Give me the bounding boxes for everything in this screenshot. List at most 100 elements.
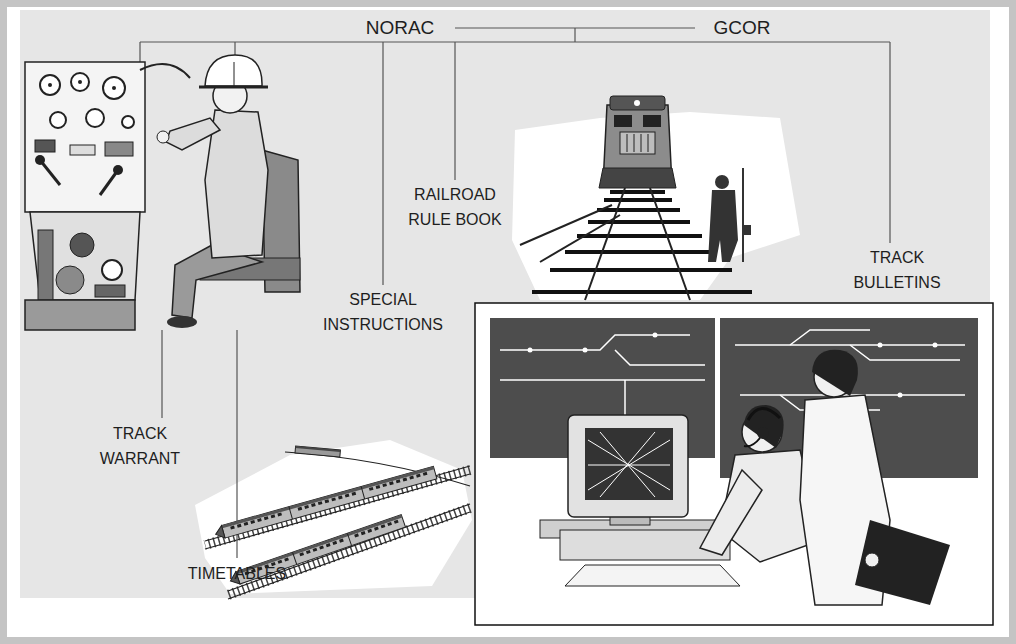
label-text: TIMETABLES: [167, 561, 307, 586]
dispatch-center-illustration-part: [585, 428, 673, 500]
train-on-track-illustration-part: [585, 188, 625, 300]
train-on-track-illustration-part: [744, 225, 751, 235]
dispatch-center-illustration-part: [568, 415, 688, 517]
dispatch-center-illustration-part-part: [624, 380, 626, 418]
timetable-trains-illustration-part: [285, 452, 470, 486]
locomotive-cab-illustration-part: [140, 64, 190, 78]
dispatch-center-illustration-part: [855, 520, 950, 605]
train-on-track-illustration-part: [610, 96, 665, 110]
timetable-trains-illustration-part-part: [295, 446, 340, 452]
leader-lines-part: [140, 41, 890, 42]
locomotive-cab-illustration-part: [157, 131, 169, 143]
locomotive-cab-illustration-part: [112, 86, 116, 90]
timetable-trains-illustration-part: [295, 446, 340, 457]
train-on-track-illustration-part: [627, 134, 648, 152]
dispatch-center-illustration-part: [744, 438, 760, 446]
train-on-track-illustration-part-part: [597, 208, 680, 212]
dispatch-center-illustration-part-part: [528, 348, 533, 353]
locomotive-cab-illustration-part: [70, 145, 95, 155]
dispatch-center-illustration-part: [528, 333, 938, 398]
dispatch-center-illustration-part-part: [933, 343, 938, 348]
locomotive-cab-illustration: [25, 55, 300, 330]
train-on-track-illustration-part-part: [565, 250, 716, 254]
locomotive-cab-illustration-part: [167, 316, 197, 328]
dispatch-center-illustration-part: [812, 350, 858, 396]
locomotive-cab-illustration-part: [122, 116, 134, 128]
timetable-trains-illustration-part-part: [289, 486, 365, 519]
label-text: RAILROAD RULE BOOK: [399, 182, 511, 232]
dispatch-center-illustration-part-part: [500, 335, 690, 350]
timetable-trains-illustration-part: [205, 470, 470, 545]
locomotive-cab-illustration-part: [40, 75, 60, 95]
leader-lines-part: [574, 28, 575, 42]
train-on-track-illustration-part: [540, 215, 620, 262]
dispatch-center-illustration-part: [588, 432, 670, 497]
train-on-track-illustration-part: [620, 132, 655, 154]
dispatch-center-illustration-part-part: [600, 432, 655, 497]
locomotive-cab-illustration-part: [50, 112, 66, 128]
train-on-track-illustration-part-part: [577, 234, 702, 238]
leader-lines-part: [382, 42, 383, 285]
dispatch-center-illustration-part: [475, 303, 993, 625]
timetable-trains-illustration-part-part: [214, 525, 225, 540]
locomotive-cab-illustration-part: [78, 80, 82, 84]
train-on-track-illustration-part-part: [550, 268, 732, 272]
timetable-trains-illustration-part-part: [295, 446, 340, 457]
train-on-track-illustration-part-part: [604, 198, 672, 202]
locomotive-cab-illustration-part: [56, 266, 84, 294]
dispatch-center-illustration-part-part: [878, 343, 883, 348]
train-on-track-illustration-part: [520, 205, 612, 245]
dispatch-center-illustration-part: [744, 405, 784, 448]
locomotive-cab-illustration-part: [95, 285, 125, 297]
dispatch-center-illustration-part-part: [500, 379, 705, 381]
train-on-track-illustration-part: [742, 168, 744, 262]
train-on-track-illustration-part-part: [610, 190, 665, 194]
label-text: NORAC: [340, 16, 460, 40]
label-text: TRACK WARRANT: [90, 421, 190, 471]
dispatch-center-illustration-part-part: [615, 350, 705, 365]
train-on-track-illustration-part: [708, 190, 738, 262]
dispatch-center-illustration-part-part: [600, 432, 655, 497]
train-on-track-illustration: [512, 96, 800, 300]
label-text: GCOR: [692, 16, 792, 40]
train-on-track-illustration-part-part: [532, 290, 752, 294]
leader-lines-part: [139, 42, 140, 62]
locomotive-cab-illustration-part: [71, 73, 89, 91]
locomotive-cab-illustration-part: [70, 233, 94, 257]
leader-lines-part: [889, 42, 890, 243]
dispatch-center-illustration-part-part: [583, 348, 588, 353]
dispatch-center-illustration: [475, 303, 993, 625]
leader-lines-part: [161, 330, 162, 418]
dispatch-center-illustration-part: [500, 330, 965, 418]
locomotive-cab-illustration-part: [30, 212, 140, 300]
train-on-track-illustration-part: [643, 115, 661, 127]
dispatch-center-illustration-part: [865, 553, 879, 567]
train-on-track-illustration-part: [634, 100, 640, 106]
leader-lines-part: [454, 42, 455, 180]
locomotive-cab-illustration-part: [35, 140, 55, 152]
locomotive-cab-illustration-part: [86, 109, 104, 127]
dispatch-center-illustration-part-part: [850, 345, 960, 360]
timetable-trains-illustration-part: [214, 466, 437, 540]
locomotive-cab-illustration-part: [205, 55, 262, 86]
dispatch-center-illustration-part-part: [588, 440, 670, 490]
locomotive-cab-illustration-part: [102, 260, 122, 280]
leader-lines-part: [234, 42, 235, 56]
locomotive-cab-illustration-part: [234, 62, 235, 86]
dispatch-center-illustration-part: [757, 427, 769, 439]
train-on-track-illustration-part: [599, 168, 676, 188]
dispatch-center-illustration-part: [748, 408, 780, 420]
locomotive-cab-illustration-part: [35, 155, 45, 165]
locomotive-cab-illustration-part: [48, 83, 52, 87]
dispatch-center-illustration-part-part: [898, 393, 903, 398]
dispatch-center-illustration-part-part: [653, 333, 658, 338]
train-on-track-illustration-part: [715, 175, 729, 189]
label-text: TRACK BULLETINS: [847, 245, 947, 295]
locomotive-cab-illustration-part: [25, 300, 135, 330]
dispatch-center-illustration-part: [565, 565, 740, 586]
dispatch-center-illustration-part-part: [790, 330, 870, 345]
